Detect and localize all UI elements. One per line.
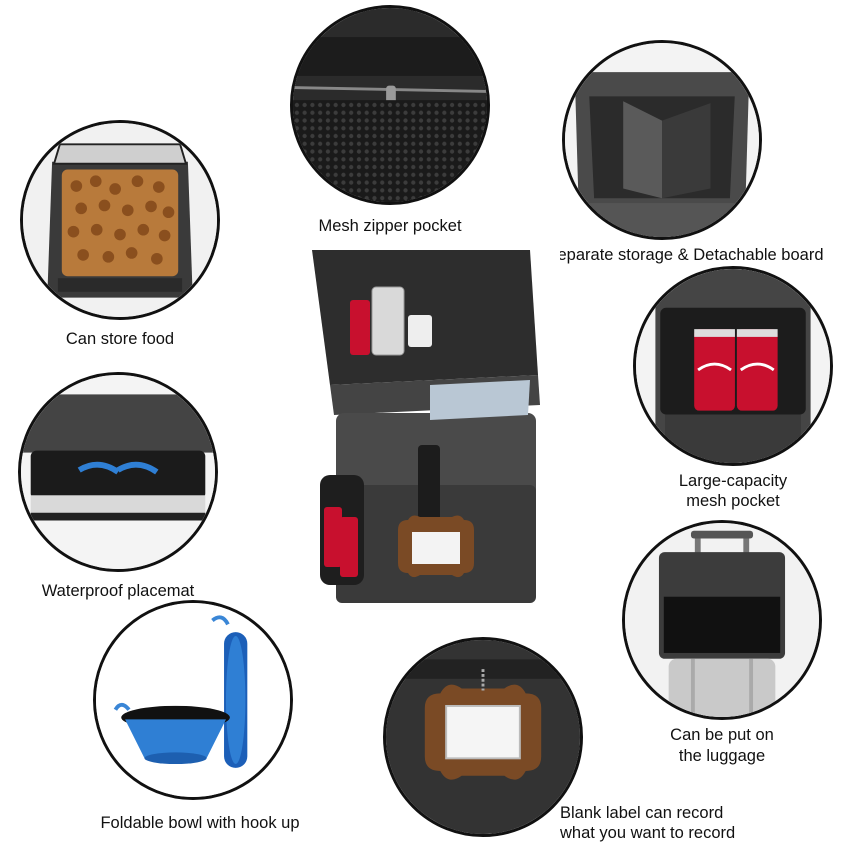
food-storage-photo — [20, 120, 220, 320]
caption-label-2: what you want to record — [560, 824, 736, 842]
foldable-bowl-photo — [93, 600, 293, 800]
caption-bowl: Foldable bowl with hook up — [100, 814, 300, 832]
caption-storage: Separate storage & Detachable board — [546, 246, 824, 264]
caption-label-1: Blank label can record — [560, 804, 724, 822]
caption-mesh-pocket-2: mesh pocket — [686, 492, 780, 510]
caption-luggage-2: the luggage — [678, 747, 766, 765]
caption-mesh-zipper: Mesh zipper pocket — [318, 217, 462, 235]
blank-label-photo — [383, 637, 583, 837]
mesh-pocket-photo — [633, 266, 833, 466]
caption-mesh-pocket-1: Large-capacity — [678, 472, 788, 490]
caption-food: Can store food — [65, 330, 175, 348]
caption-luggage-1: Can be put on — [670, 726, 774, 744]
mesh-zipper-pocket-photo — [290, 5, 490, 205]
separate-storage-photo — [562, 40, 762, 240]
pet-travel-bag-product — [300, 245, 560, 625]
placemat-photo — [18, 372, 218, 572]
caption-placemat: Waterproof placemat — [41, 582, 195, 600]
luggage-photo — [622, 520, 822, 720]
